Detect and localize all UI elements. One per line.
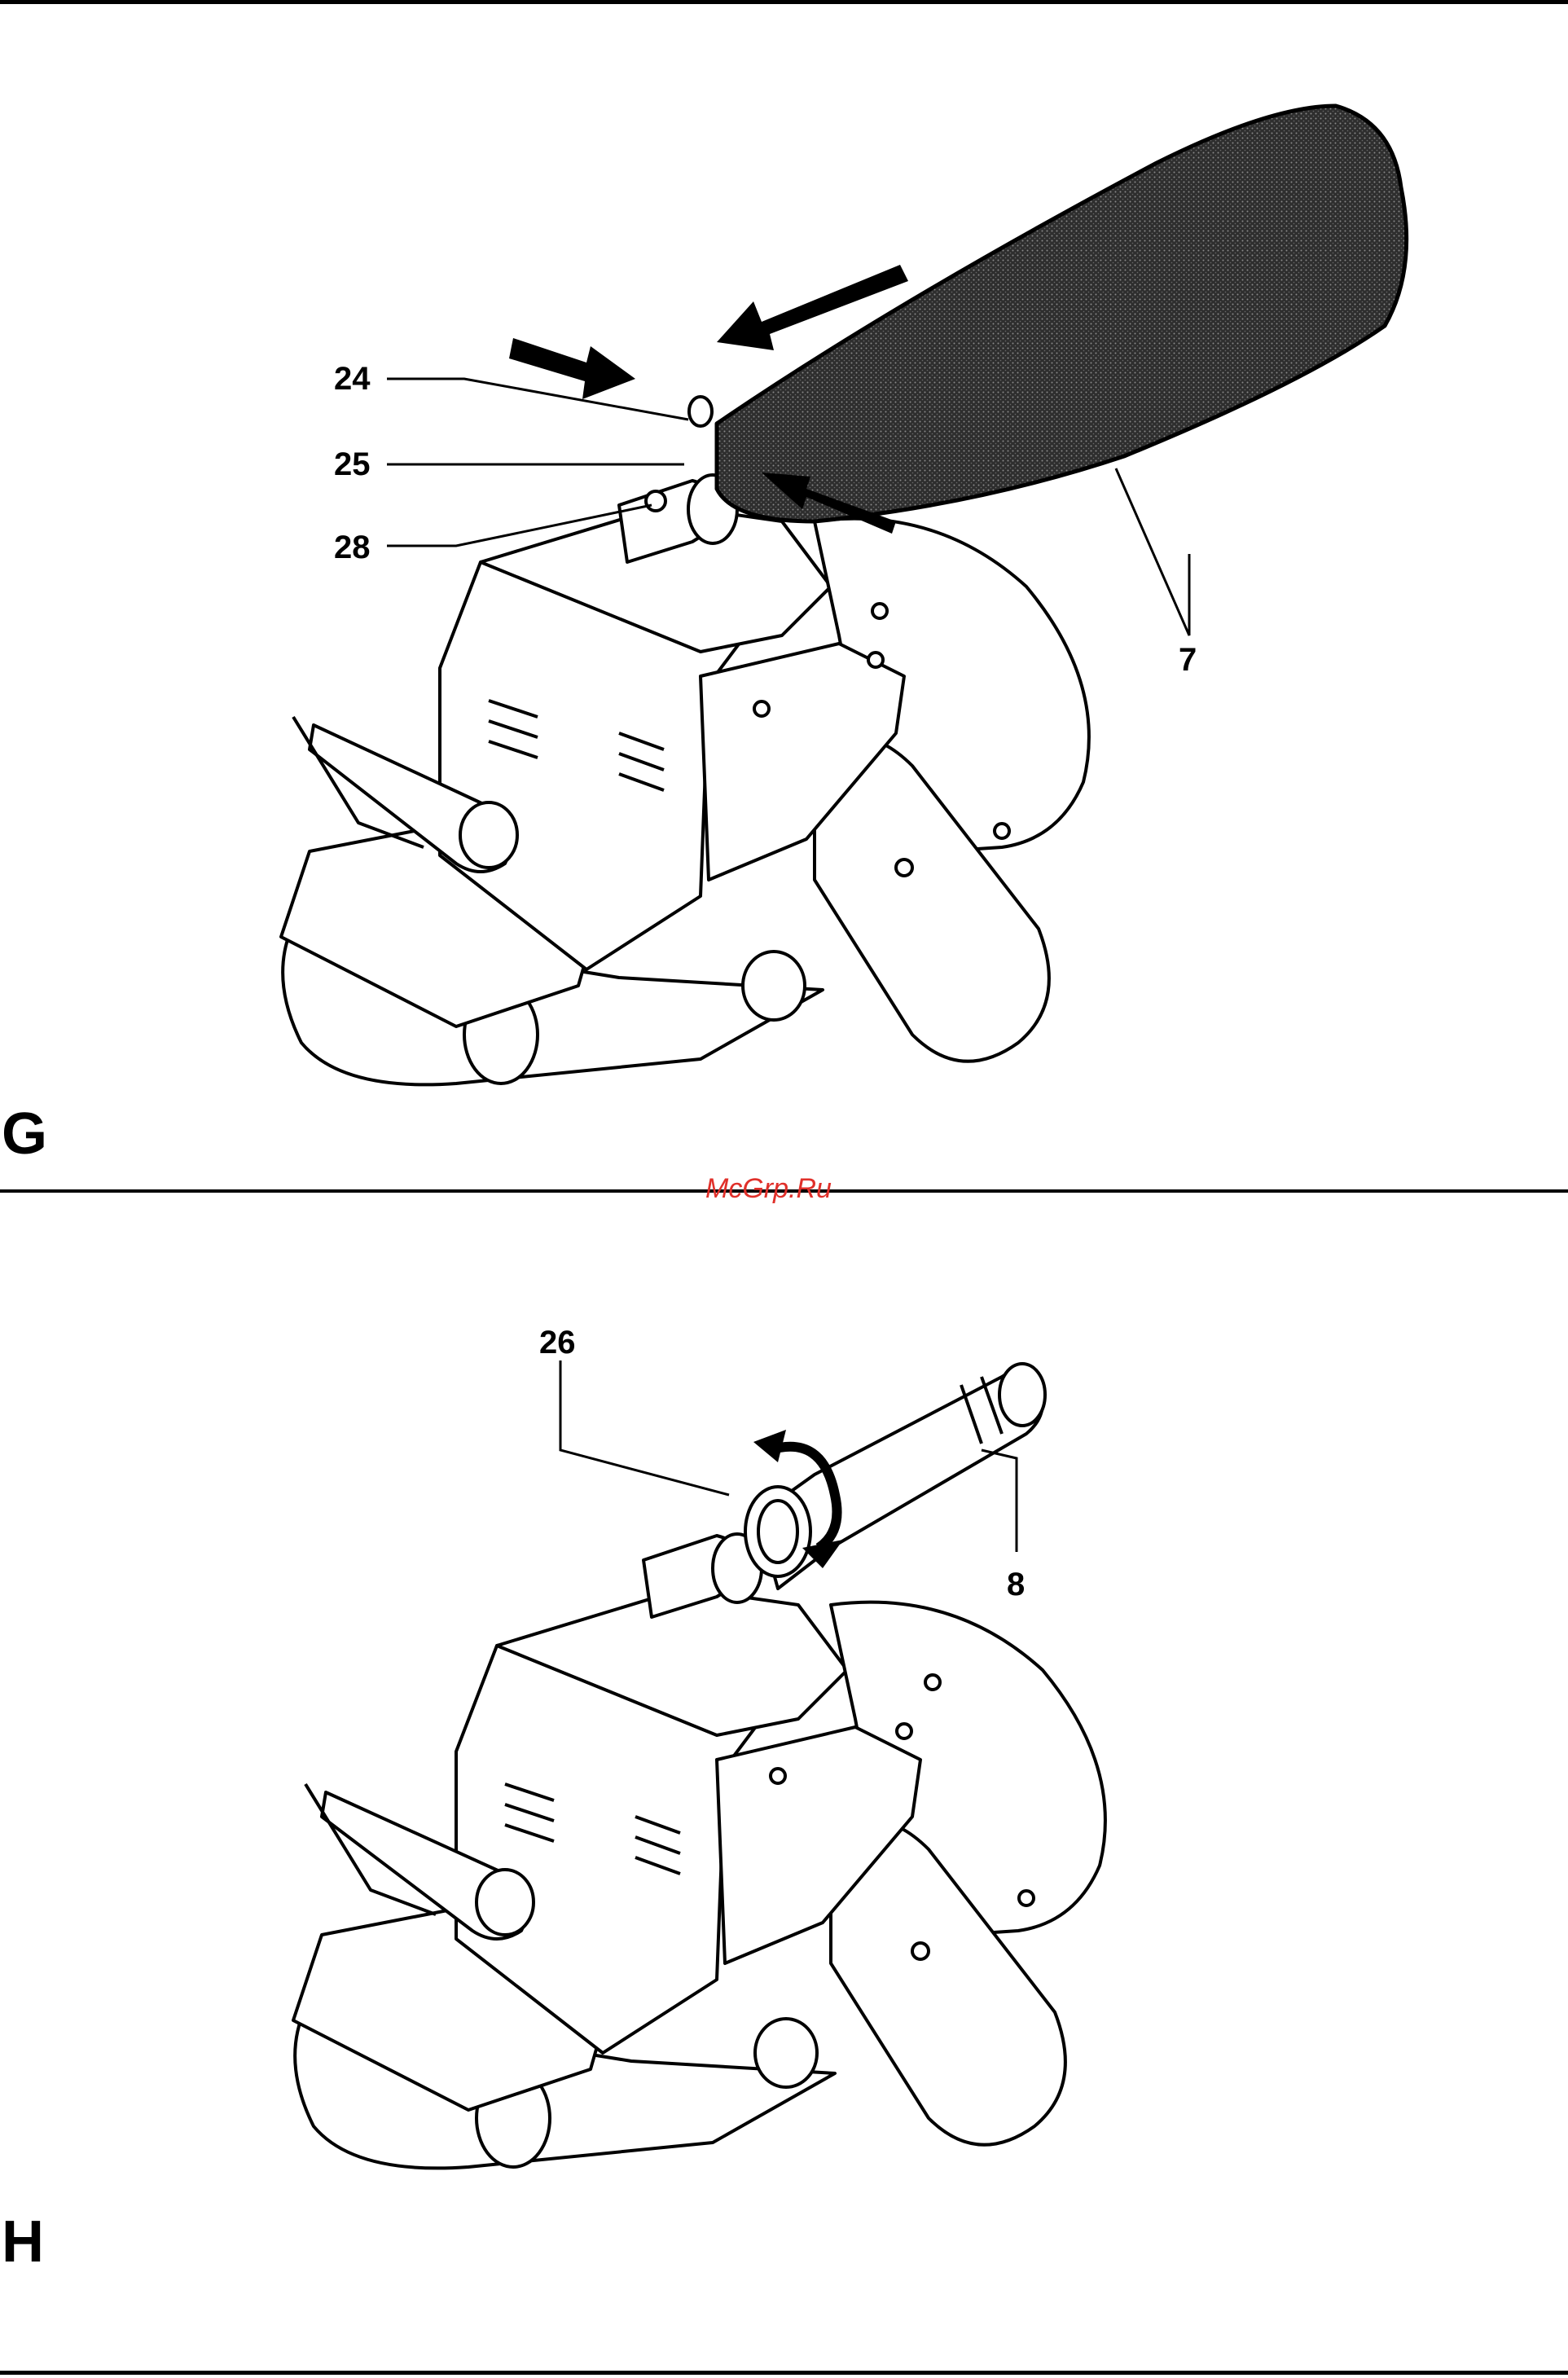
g-screw-3	[995, 824, 1009, 838]
g-screw-1	[896, 859, 912, 876]
callout-7: 7	[1179, 644, 1197, 676]
leader-8	[982, 1450, 1017, 1552]
callout-24: 24	[334, 363, 371, 395]
h-screw-5	[897, 1724, 911, 1738]
h-screw-4	[771, 1769, 785, 1783]
figure-h-drawing	[293, 1364, 1105, 2168]
callout-8: 8	[1007, 1568, 1025, 1601]
g-handle-end	[460, 802, 517, 868]
h-screw-1	[912, 1943, 929, 1959]
g-screw-4	[754, 701, 769, 716]
callout-25: 25	[334, 448, 371, 481]
figure-g-drawing	[281, 106, 1407, 1084]
h-screw-2	[925, 1675, 940, 1690]
leader-7	[1116, 468, 1189, 635]
leader-26	[560, 1360, 729, 1495]
g-bag-clip	[689, 397, 712, 426]
leader-24	[387, 379, 688, 420]
callout-26: 26	[539, 1326, 576, 1359]
g-port-hole	[646, 491, 665, 511]
callout-28: 28	[334, 531, 371, 564]
figure-letter-g: G	[2, 1105, 47, 1163]
g-screw-2	[872, 604, 887, 618]
g-knob	[743, 952, 805, 1020]
h-handle-end	[477, 1870, 534, 1935]
g-screw-5	[868, 653, 883, 667]
h-screw-3	[1019, 1891, 1034, 1905]
h-adaptor-ribs	[999, 1364, 1045, 1426]
watermark: McGrp.Ru	[705, 1175, 832, 1202]
h-knob	[755, 2019, 817, 2087]
h-coupling-inner	[758, 1501, 797, 1563]
figure-letter-h: H	[2, 2213, 44, 2271]
